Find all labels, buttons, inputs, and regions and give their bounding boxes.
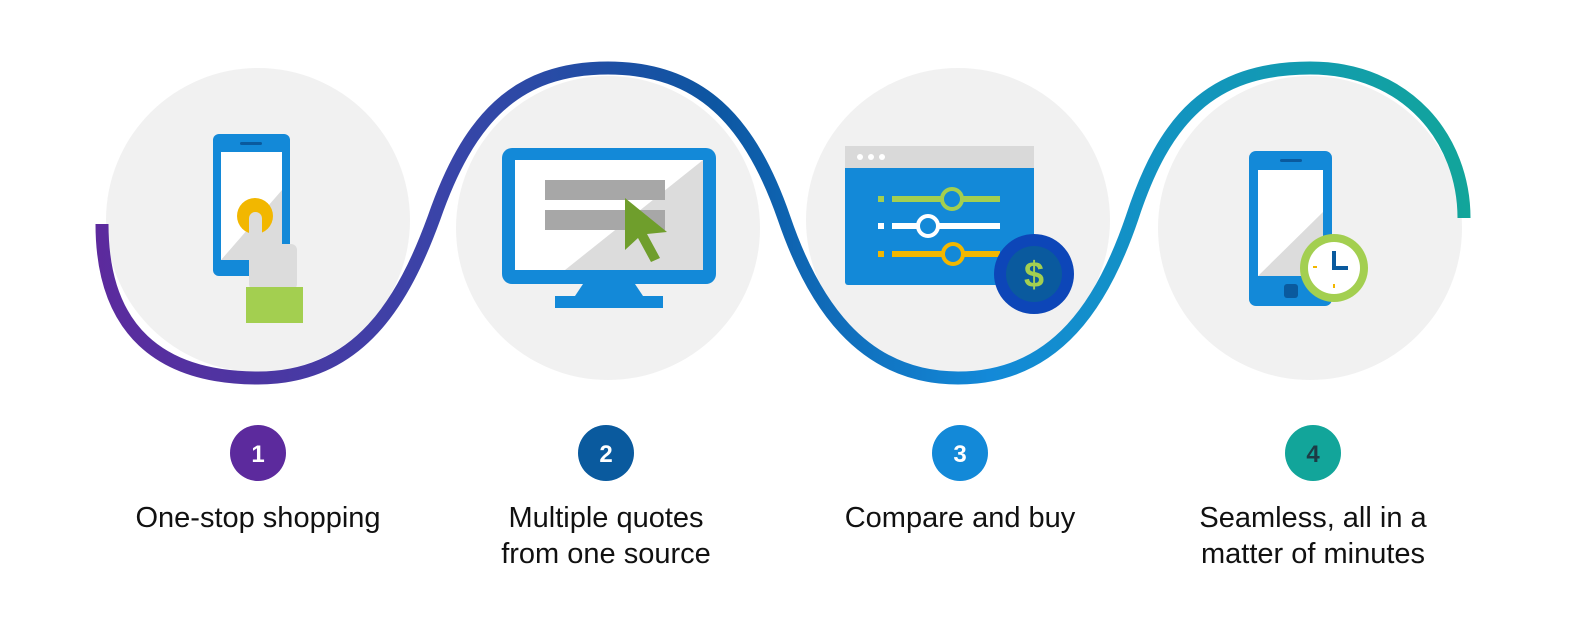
step-2-label-line-1: Multiple quotes (508, 502, 704, 534)
step-2-label: Multiple quotes from one source (446, 500, 766, 572)
step-1-label-line-1: One-stop shopping (135, 502, 381, 534)
sliders-dollar-icon: $ (845, 146, 1074, 314)
step-1-number: 1 (251, 441, 264, 468)
step-2-number: 2 (599, 441, 612, 468)
phone-tap-icon (213, 134, 303, 323)
step-4-label-line-2: matter of minutes (1200, 538, 1426, 570)
step-3-number: 3 (953, 441, 966, 468)
step-1-label: One-stop shopping (98, 500, 418, 536)
step-1-badge: 1 (230, 425, 286, 481)
step-2-label-line-2: from one source (501, 538, 711, 570)
phone-clock-icon (1249, 151, 1368, 306)
wave-connector (95, 61, 1471, 385)
step-2-badge: 2 (578, 425, 634, 481)
step-3-label-line-1: Compare and buy (844, 502, 1076, 534)
step-3-label: Compare and buy (800, 500, 1120, 536)
step-3-badge: 3 (932, 425, 988, 481)
monitor-cursor-icon (502, 148, 716, 308)
step-4-label: Seamless, all in a matter of minutes (1153, 500, 1473, 572)
svg-text:$: $ (1024, 254, 1044, 295)
step-4-label-line-1: Seamless, all in a (1199, 502, 1427, 534)
step-4-number: 4 (1306, 441, 1320, 468)
step-4-badge: 4 (1285, 425, 1341, 481)
